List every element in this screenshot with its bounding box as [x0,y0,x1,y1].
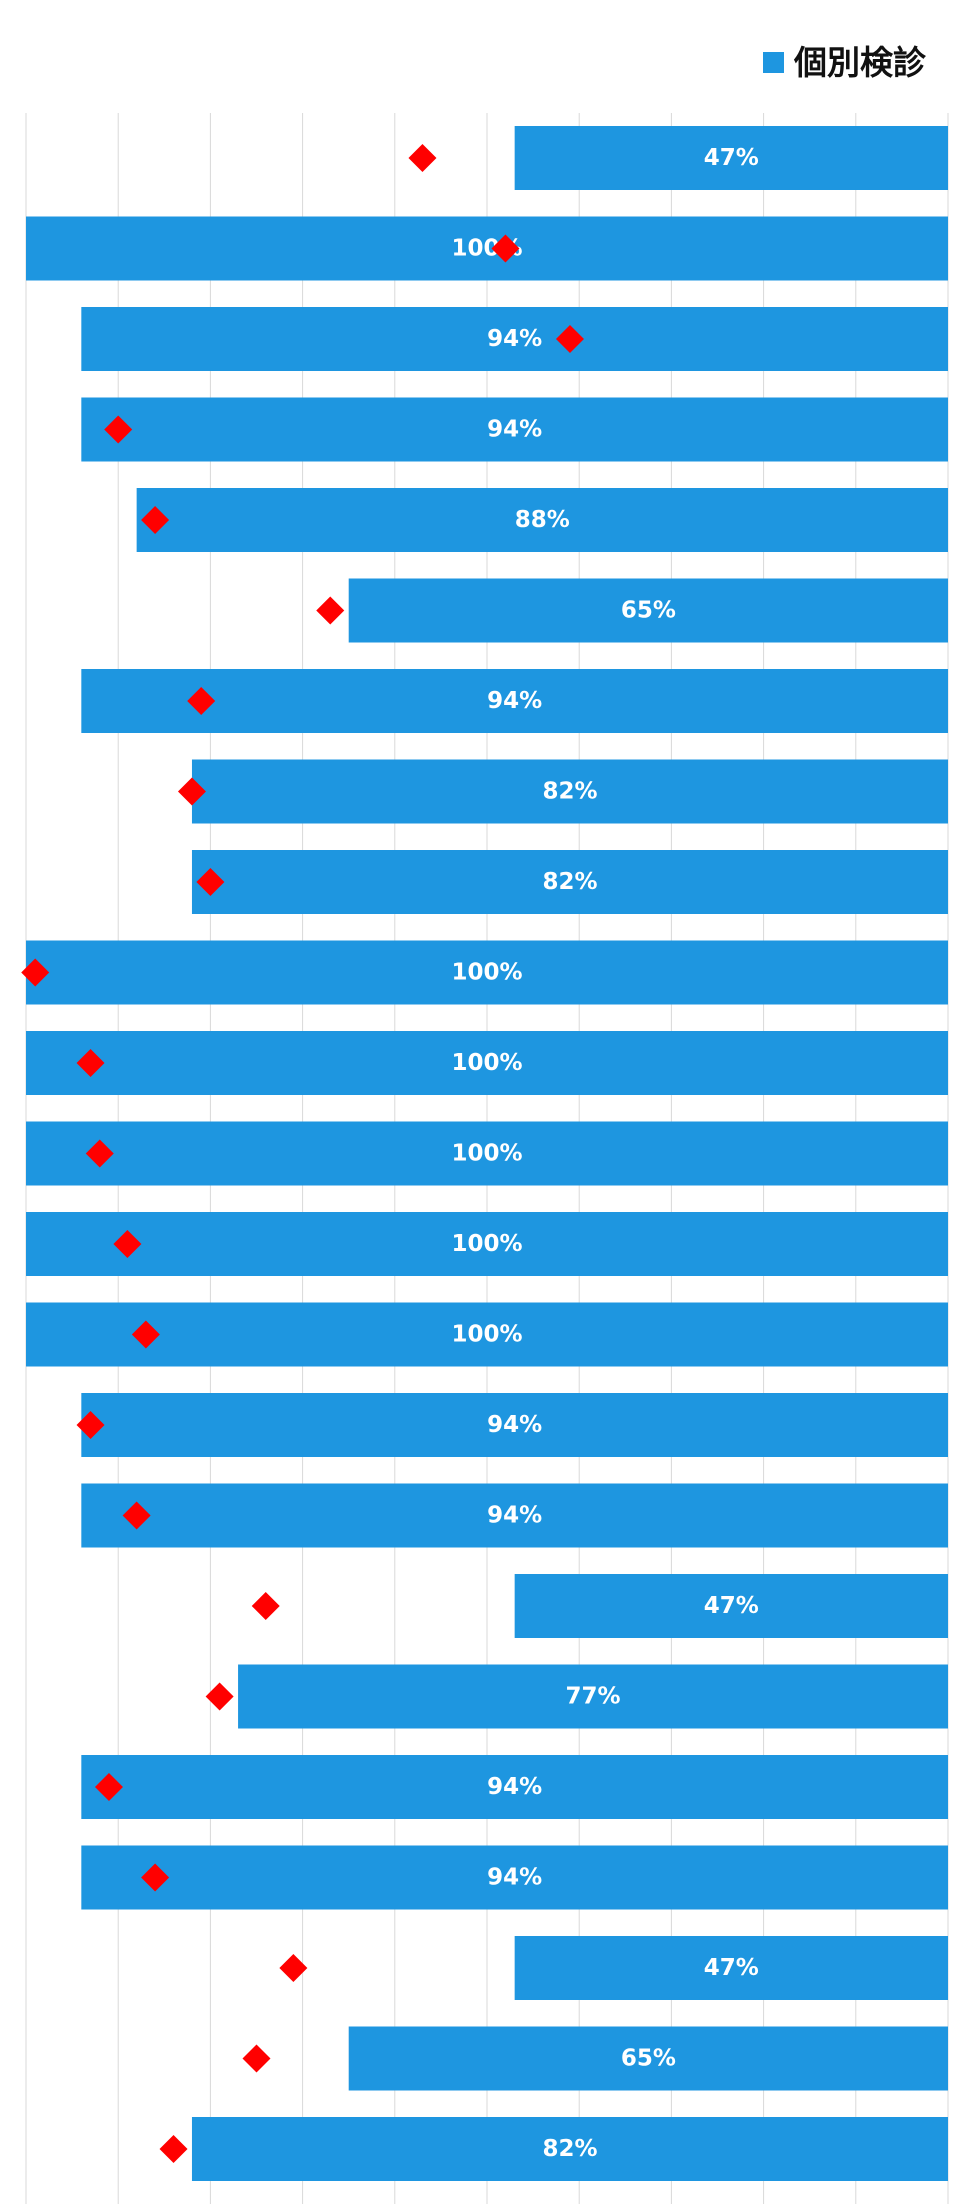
bar-value-label: 100% [451,960,522,986]
marker-diamond [76,1049,105,1077]
bar-value-label: 100% [451,1141,522,1167]
bar-value-label: 100% [451,1322,522,1348]
marker-diamond [205,1682,234,1711]
marker-diamond [21,958,50,987]
data-labels: 47% 100% 94% 94% 88% 65% 94% 82% 82% 100% 100% 100%… [451,145,758,2162]
bar-value-label: 47% [704,1955,759,1981]
bar [238,1664,948,1729]
bar [348,2026,948,2091]
marker-diamond [408,144,437,172]
bar-value-label: 82% [542,779,597,805]
marker-diamond [113,1230,142,1258]
bar-value-label: 65% [621,2046,676,2072]
legend-swatch [763,52,784,73]
bar-value-label: 65% [621,598,676,624]
markers [21,144,584,2163]
marker-diamond [555,325,584,353]
bar [26,940,948,1005]
bar [81,1755,948,1819]
bar-value-label: 100% [451,1050,522,1076]
bar [81,669,948,733]
bar [191,759,948,824]
bar [514,1936,948,2000]
bar [81,1483,948,1548]
marker-diamond [76,1411,105,1439]
marker-diamond [491,234,520,263]
bar [26,1121,948,1186]
bar-value-label: 47% [704,145,759,171]
bar-value-label: 94% [487,326,542,352]
bar [136,488,948,552]
marker-diamond [177,777,206,806]
bar-value-label: 77% [565,1684,620,1710]
bar [26,1302,948,1367]
marker-diamond [242,2044,271,2073]
marker-diamond [122,1501,151,1530]
bar [26,1212,948,1276]
marker-diamond [141,1863,170,1892]
legend-label: 個別検診 [794,43,926,82]
marker-diamond [131,1320,160,1349]
marker-diamond [159,2135,188,2163]
bar [191,2117,948,2181]
bar-value-label: 88% [515,507,570,533]
bar [514,1574,948,1638]
bars [26,126,948,2181]
marker-diamond [251,1592,280,1620]
bar-value-label: 47% [704,1593,759,1619]
marker-diamond [141,506,170,534]
marker-diamond [104,415,133,444]
bar-value-label: 82% [542,869,597,895]
bar-value-label: 94% [487,417,542,443]
marker-diamond [279,1954,308,1982]
bar [81,1393,948,1457]
bar [348,578,948,643]
bar [191,850,948,914]
bar [514,126,948,190]
marker-diamond [316,596,345,625]
bar-value-label: 94% [487,1412,542,1438]
bar [26,216,948,281]
legend: 個別検診 [763,46,926,79]
bar-value-label: 100% [451,1231,522,1257]
bar-value-label: 94% [487,1774,542,1800]
bar-value-label: 94% [487,1865,542,1891]
marker-diamond [196,868,225,896]
bar-value-label: 82% [542,2136,597,2162]
bar-value-label: 94% [487,1503,542,1529]
marker-diamond [187,687,216,715]
bar-value-label: 94% [487,688,542,714]
bar [81,1845,948,1910]
bar [81,397,948,462]
bar [81,307,948,371]
marker-diamond [94,1773,123,1801]
bar [26,1031,948,1095]
marker-diamond [85,1139,114,1168]
